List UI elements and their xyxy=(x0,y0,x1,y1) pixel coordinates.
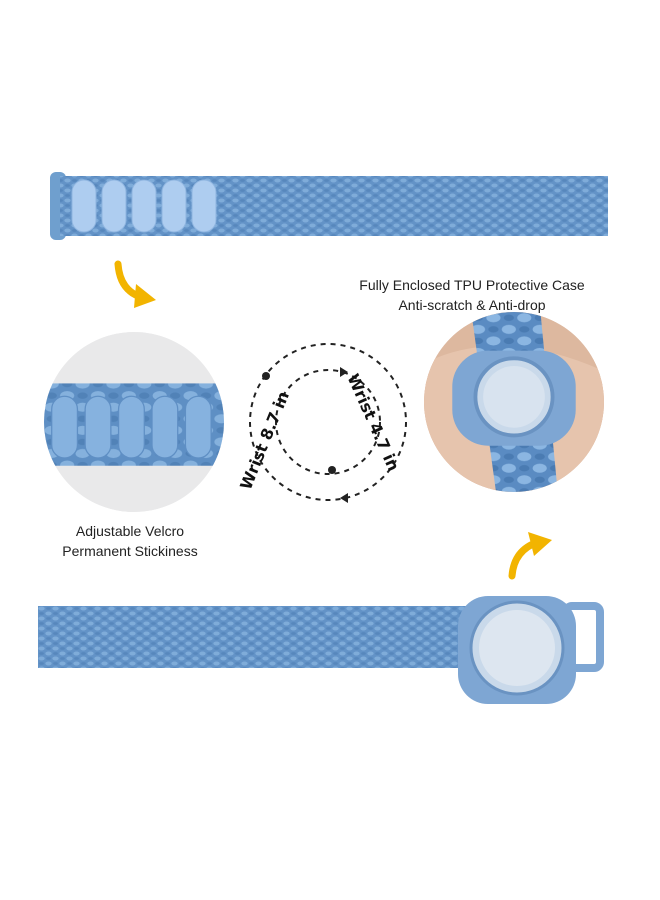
velcro-caption-line1: Adjustable Velcro xyxy=(75,523,185,539)
velcro-caption-line2: Permanent Stickiness xyxy=(62,543,198,559)
curved-arrow-up-icon xyxy=(502,528,558,580)
case-caption-line1: Fully Enclosed TPU Protective Case xyxy=(359,277,585,293)
top-strap xyxy=(50,168,608,244)
bottom-strap xyxy=(38,596,604,706)
case-on-wrist-image xyxy=(424,312,604,492)
case-caption: Fully Enclosed TPU Protective Case Anti-… xyxy=(336,275,608,315)
velcro-pads xyxy=(71,179,217,233)
dashed-circle-arrow-icon xyxy=(236,330,420,514)
curved-arrow-down-icon xyxy=(110,258,166,310)
velcro-caption: Adjustable Velcro Permanent Stickiness xyxy=(40,521,220,561)
velcro-closeup-image xyxy=(44,332,224,512)
case-caption-line2: Anti-scratch & Anti-drop xyxy=(398,297,546,313)
